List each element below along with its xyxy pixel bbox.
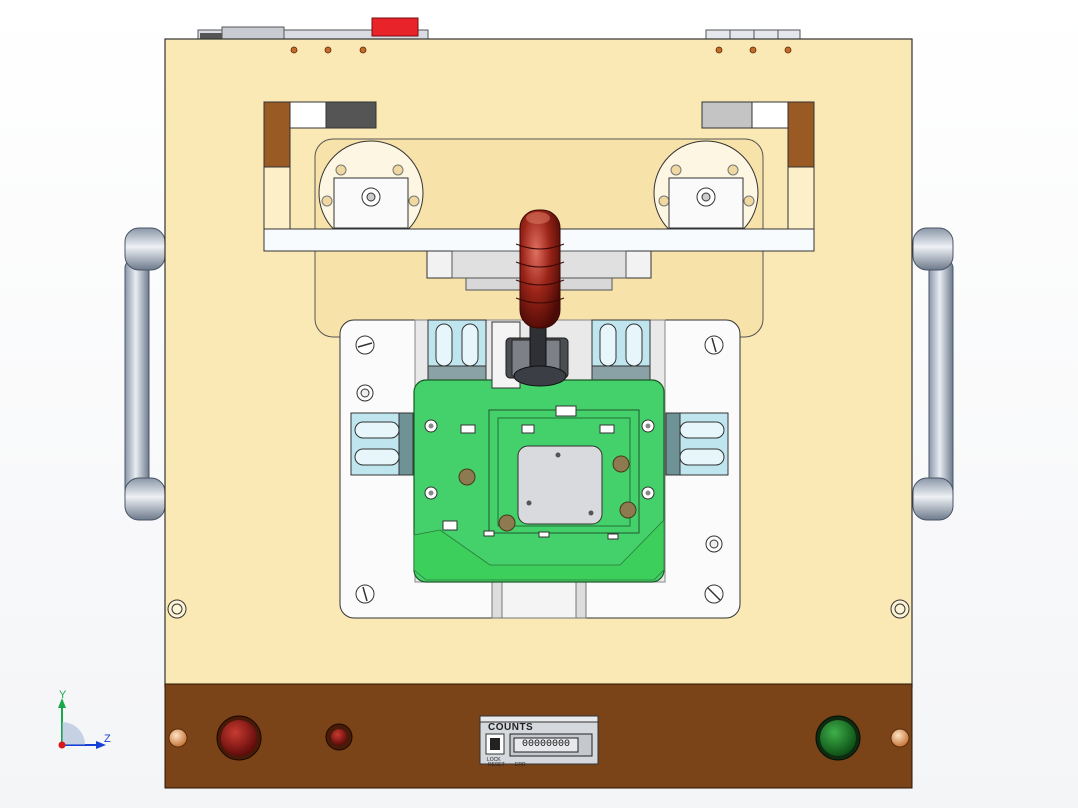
handle-left[interactable] — [124, 227, 166, 521]
bearing-left — [318, 140, 424, 246]
pcb-board — [413, 379, 665, 583]
counter-display: 00000000 — [521, 739, 570, 750]
small-red-led-icon — [325, 723, 353, 751]
counter-sub-label-left: LOCK — [487, 757, 501, 763]
top-screw-row — [290, 46, 792, 54]
red-indicator-icon[interactable] — [216, 715, 262, 761]
toggle-clamp-lever[interactable] — [491, 209, 569, 389]
counter-sub-label-mid: RESET — [488, 762, 505, 768]
green-indicator-icon[interactable] — [815, 715, 861, 761]
front-panel-screws — [168, 728, 910, 748]
top-connector-left — [197, 17, 429, 41]
counter-sub-label-right: ERR — [515, 762, 526, 768]
counter-module — [479, 715, 599, 765]
axis-triad-icon — [58, 698, 106, 749]
upper-clamp-frame — [263, 101, 815, 230]
clamp-right — [665, 412, 729, 476]
clamp-top-right — [591, 319, 651, 381]
triad-y-label: Y — [59, 689, 67, 701]
clamp-left — [350, 412, 414, 476]
frame-screws — [167, 335, 910, 619]
counter-title: COUNTS — [488, 722, 534, 733]
triad-z-label: Z — [104, 733, 111, 745]
handle-right[interactable] — [912, 227, 954, 521]
clamp-top-left — [427, 319, 487, 381]
